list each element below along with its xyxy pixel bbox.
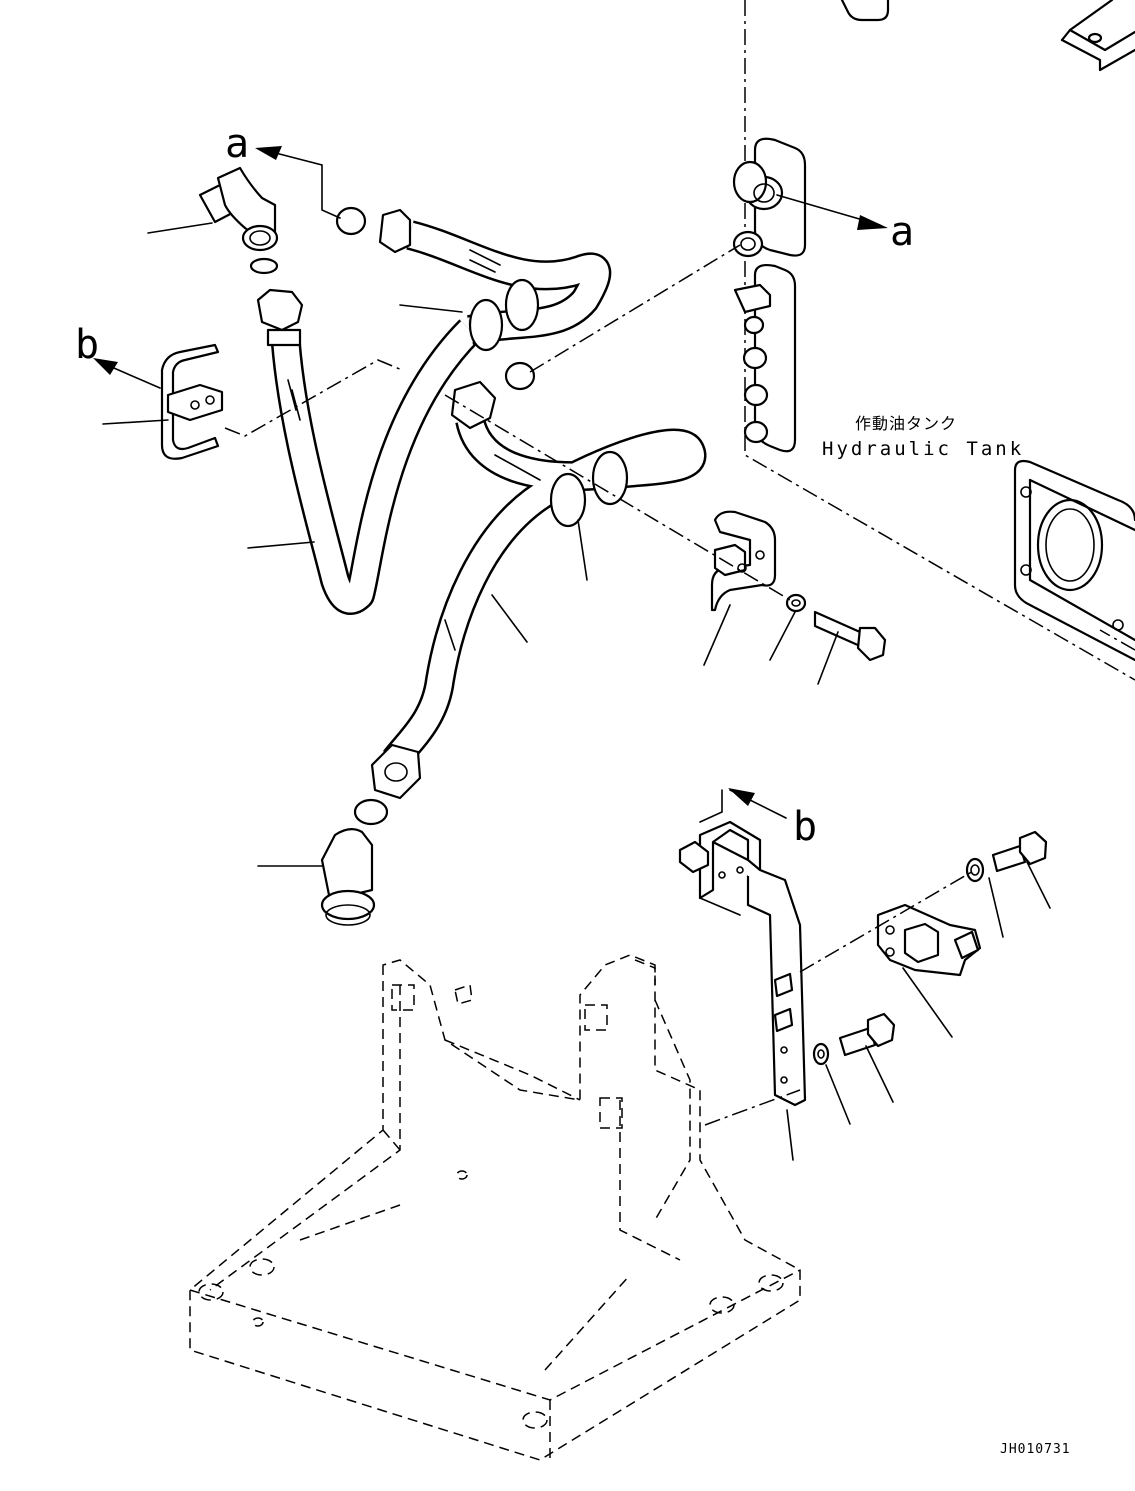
callout-a-top: a — [225, 121, 249, 167]
frame-base — [189, 954, 801, 1461]
hose-clamp-right — [710, 510, 777, 612]
hose-clamp-left — [160, 343, 224, 460]
bolt-right — [991, 830, 1048, 873]
hose-left — [256, 288, 481, 615]
mounting-block — [876, 903, 982, 977]
support-bracket — [678, 820, 807, 1107]
o-ring-bottom — [353, 798, 389, 826]
o-ring-tank — [504, 361, 536, 391]
o-ring-a — [335, 206, 367, 236]
tank-label-en: Hydraulic Tank — [822, 438, 1024, 460]
callout-b-left: b — [75, 322, 99, 368]
washer-right — [965, 857, 985, 883]
callout-a-right: a — [890, 209, 914, 255]
o-ring-top — [249, 257, 279, 275]
washer-lower — [812, 1042, 830, 1066]
hose-lower — [370, 380, 707, 800]
hydraulic-tank — [732, 0, 1135, 681]
elbow-fitting-top — [198, 166, 279, 252]
washer-top — [785, 593, 807, 613]
drawing-code: JH010731 — [1000, 1442, 1071, 1457]
callout-b-bottom: b — [793, 804, 817, 850]
hose-upper — [378, 208, 612, 352]
elbow-fitting-bottom — [320, 828, 376, 926]
bolt-top — [813, 610, 887, 662]
tank-label-jp: 作動油タンク — [855, 414, 957, 433]
bolt-lower — [838, 1012, 896, 1057]
leader-lines — [93, 146, 1051, 1161]
